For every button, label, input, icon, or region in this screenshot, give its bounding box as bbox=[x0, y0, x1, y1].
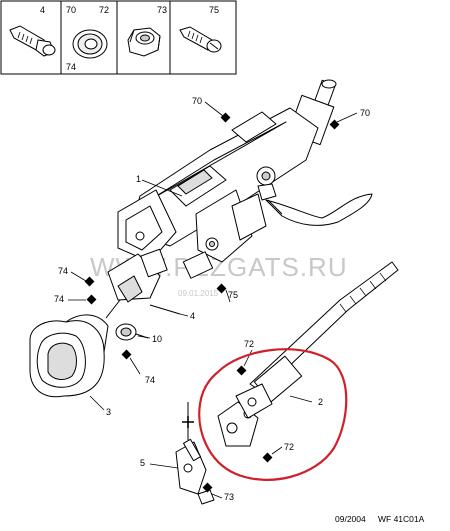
leader-lines bbox=[68, 101, 358, 499]
strip-ref-73: 73 bbox=[157, 5, 167, 15]
washer-icon bbox=[72, 29, 108, 59]
callout-4: 4 bbox=[190, 311, 195, 321]
callout-10: 10 bbox=[152, 334, 162, 344]
callout-1: 1 bbox=[136, 174, 141, 184]
watermark-date: 09.01.2015 bbox=[178, 289, 219, 298]
callout-72-a: 72 bbox=[244, 339, 254, 349]
footer-date: 09/2004 bbox=[335, 514, 366, 524]
strip-ref-4: 4 bbox=[40, 5, 45, 15]
highlight-circle bbox=[198, 348, 348, 481]
footer-code: WF 41C01A bbox=[378, 514, 425, 524]
nut-10 bbox=[115, 323, 149, 341]
strip-ref-74: 74 bbox=[66, 62, 76, 72]
lower-cover bbox=[29, 314, 109, 398]
callout-75: 75 bbox=[228, 290, 238, 300]
callout-70-right: 70 bbox=[360, 108, 370, 118]
callout-73: 73 bbox=[224, 492, 234, 502]
callout-5: 5 bbox=[140, 458, 145, 468]
screw-icon bbox=[179, 26, 222, 53]
callout-74-c: 74 bbox=[145, 375, 155, 385]
callout-74-a: 74 bbox=[58, 266, 68, 276]
callout-70-top: 70 bbox=[192, 96, 202, 106]
strip-ref-70: 70 bbox=[66, 5, 76, 15]
callout-74-b: 74 bbox=[54, 294, 64, 304]
callout-labels: 70 70 1 74 74 75 4 10 74 3 72 2 72 5 73 bbox=[54, 96, 370, 502]
fastener-markers bbox=[84, 112, 340, 493]
strip-ref-72: 72 bbox=[99, 5, 109, 15]
callout-2: 2 bbox=[318, 397, 323, 407]
column-assembly bbox=[105, 79, 399, 505]
callout-72-b: 72 bbox=[284, 442, 294, 452]
strip-ref-75: 75 bbox=[209, 5, 219, 15]
bolt-icon bbox=[9, 25, 56, 57]
nut-icon bbox=[127, 27, 161, 57]
parts-strip: 4 70 72 74 73 75 bbox=[0, 0, 237, 75]
callout-3: 3 bbox=[106, 407, 111, 417]
